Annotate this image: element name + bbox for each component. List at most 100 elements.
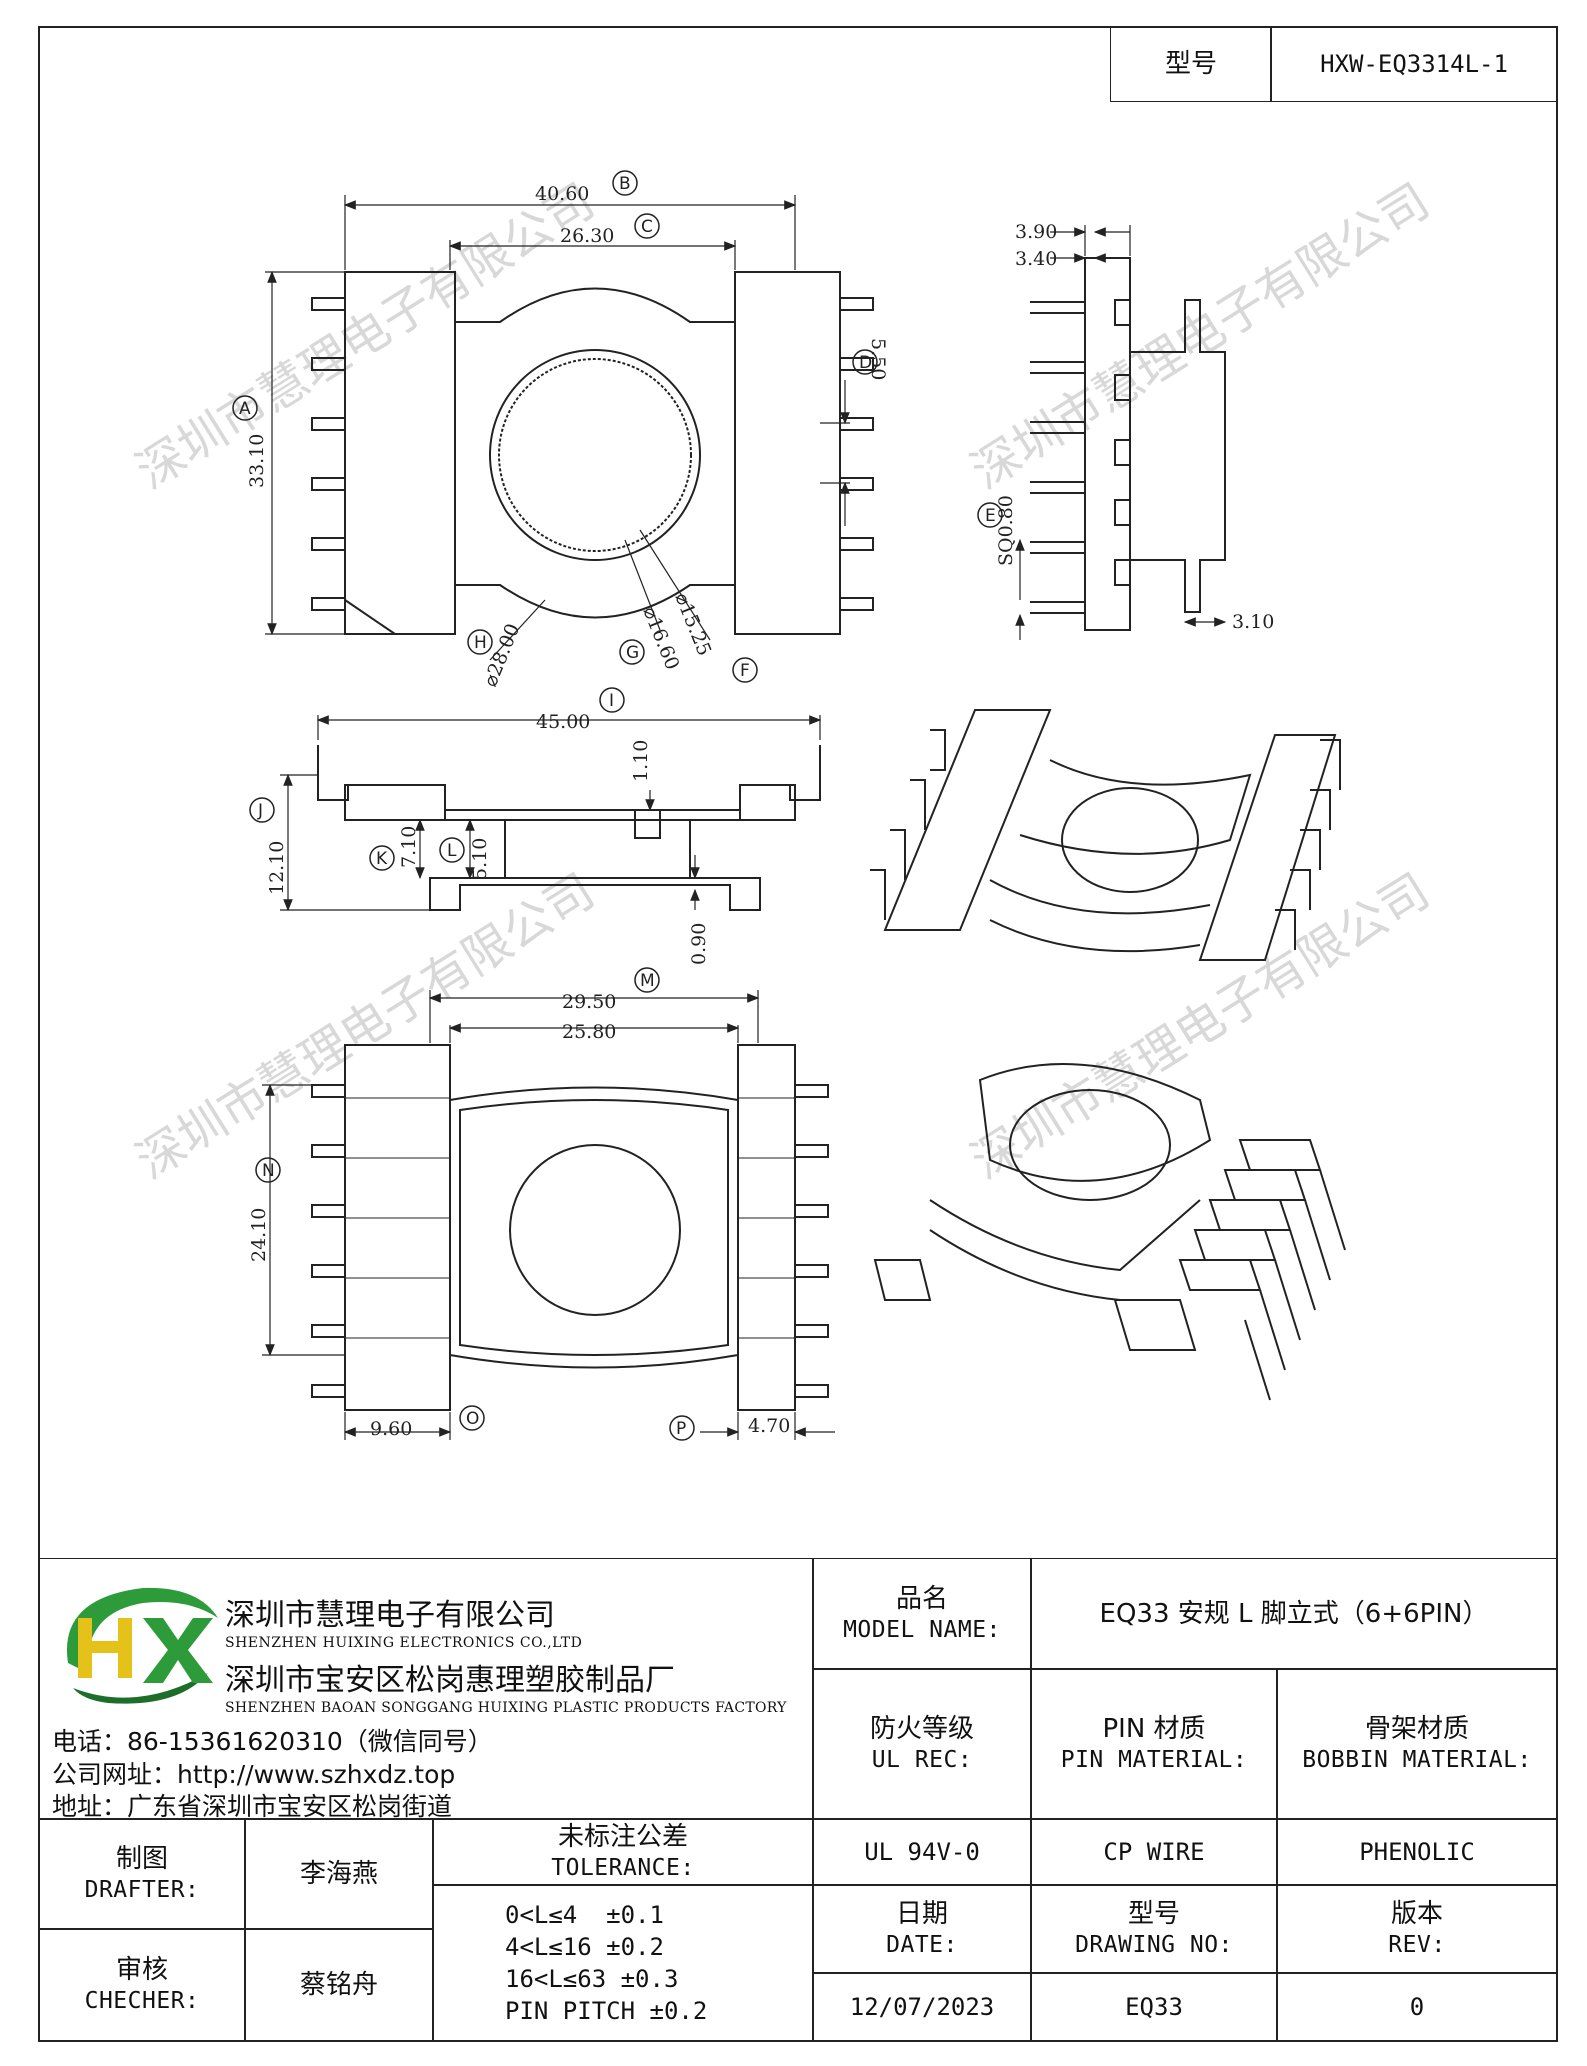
rev-label-cell: 版本 REV: — [1276, 1884, 1558, 1974]
watermark: 深圳市慧理电子有限公司 — [127, 173, 604, 500]
header-model-value-cell: HXW-EQ3314L-1 — [1270, 26, 1558, 102]
factory-name-cn: 深圳市宝安区松岗惠理塑胶制品厂 — [225, 1663, 675, 1698]
dim-M: 29.50 — [562, 991, 616, 1013]
bobbin-material-label-en: BOBBIN MATERIAL: — [1302, 1746, 1532, 1773]
callout-E: E — [985, 506, 996, 526]
bottom-view — [311, 1044, 829, 1411]
ul-rec-value-cell: UL 94V-0 — [812, 1818, 1032, 1886]
callout-B: B — [619, 174, 631, 194]
checker-label-cn: 审核 — [115, 1955, 168, 1986]
callout-F: F — [740, 661, 750, 681]
checker-value-cell: 蔡铭舟 — [244, 1928, 434, 2042]
dim-N: 24.10 — [248, 1208, 270, 1262]
logo-h-bar — [78, 1641, 132, 1653]
isometric-view-top — [870, 709, 1341, 961]
ul-rec-value: UL 94V-0 — [864, 1838, 980, 1866]
callout-D: D — [859, 353, 872, 373]
model-name-label-cell: 品名 MODEL NAME: — [812, 1558, 1032, 1670]
model-name-label-en: MODEL NAME: — [843, 1616, 1001, 1643]
drafter-label-en: DRAFTER: — [84, 1876, 200, 1903]
header-model-label: 型号 — [1164, 48, 1217, 79]
bobbin-material-value: PHENOLIC — [1359, 1838, 1475, 1866]
pin-material-value-cell: CP WIRE — [1030, 1818, 1278, 1886]
company-phone: 电话：86-15361620310（微信同号） — [52, 1727, 493, 1756]
logo-swoosh-top — [66, 1587, 218, 1673]
callout-M: M — [640, 971, 655, 991]
callout-H: H — [474, 633, 487, 653]
callout-N: N — [262, 1161, 275, 1181]
drawing-no-value-cell: EQ33 — [1030, 1972, 1278, 2042]
checker-label-cell: 审核 CHECHER: — [38, 1928, 246, 2042]
watermarks: 深圳市慧理电子有限公司 深圳市慧理电子有限公司 深圳市慧理电子有限公司 深圳市慧… — [127, 173, 1439, 1190]
drawing-no-label-cn: 型号 — [1127, 1899, 1180, 1930]
dim-B: 40.60 — [535, 183, 589, 205]
ul-rec-label-cell: 防火等级 UL REC: — [812, 1668, 1032, 1820]
top-view — [311, 271, 874, 635]
callout-L: L — [447, 841, 457, 861]
callout-I: I — [609, 691, 614, 711]
model-name-value: EQ33 安规 L 脚立式（6+6PIN） — [1099, 1598, 1489, 1629]
header-model-value: HXW-EQ3314L-1 — [1320, 50, 1508, 78]
rev-value-cell: 0 — [1276, 1972, 1558, 2042]
callout-K: K — [376, 849, 388, 869]
dim-post: 1.10 — [630, 740, 652, 782]
ul-rec-label-cn: 防火等级 — [869, 1714, 974, 1745]
company-name-en: SHENZHEN HUIXING ELECTRONICS CO.,LTD — [225, 1635, 583, 1651]
logo-x — [143, 1618, 213, 1683]
drafter-value: 李海燕 — [299, 1858, 378, 1889]
bobbin-material-value-cell: PHENOLIC — [1276, 1818, 1558, 1886]
ul-rec-label-en: UL REC: — [871, 1746, 973, 1773]
company-block — [38, 1558, 814, 1820]
callout-O: O — [466, 1409, 479, 1429]
callout-C: C — [641, 217, 653, 237]
date-label-en: DATE: — [886, 1931, 958, 1958]
dim-A: 33.10 — [246, 434, 268, 488]
rev-label-en: REV: — [1388, 1931, 1446, 1958]
bobbin-material-label-cn: 骨架材质 — [1364, 1714, 1469, 1745]
tolerance-row: 16<L≤63 ±0.3 — [505, 1965, 679, 1993]
tolerance-row: 4<L≤16 ±0.2 — [505, 1933, 664, 1961]
dim-P: 4.70 — [748, 1415, 790, 1437]
watermark: 深圳市慧理电子有限公司 — [127, 863, 604, 1190]
factory-name-en: SHENZHEN BAOAN SONGGANG HUIXING PLASTIC … — [225, 1700, 787, 1716]
bobbin-material-label-cell: 骨架材质 BOBBIN MATERIAL: — [1276, 1668, 1558, 1820]
pin-material-value: CP WIRE — [1103, 1838, 1205, 1866]
model-name-value-cell: EQ33 安规 L 脚立式（6+6PIN） — [1030, 1558, 1558, 1670]
dim-K: 7.10 — [398, 826, 420, 868]
callout-G: G — [626, 643, 639, 663]
pin-material-label-cell: PIN 材质 PIN MATERIAL: — [1030, 1668, 1278, 1820]
checker-value: 蔡铭舟 — [299, 1969, 378, 2000]
dim-top-r2: 3.40 — [1015, 248, 1057, 270]
date-label-cell: 日期 DATE: — [812, 1884, 1032, 1974]
date-value-cell: 12/07/2023 — [812, 1972, 1032, 2042]
dim-I: 45.00 — [536, 711, 590, 733]
dim-G: ⌀16.60 — [638, 604, 683, 673]
callout-A: A — [239, 399, 251, 419]
pin-material-label-en: PIN MATERIAL: — [1060, 1746, 1248, 1773]
drawing-no-label-cell: 型号 DRAWING NO: — [1030, 1884, 1278, 1974]
dim-E: SQ0.80 — [995, 495, 1017, 566]
rev-value: 0 — [1409, 1993, 1425, 2021]
company-address: 地址：广东省深圳市宝安区松岗街道 — [52, 1792, 453, 1821]
dim-base: 0.90 — [688, 923, 710, 965]
logo-swoosh-bottom — [73, 1673, 208, 1704]
header-model-label-cell: 型号 — [1110, 26, 1272, 102]
dim-side-r: 3.10 — [1232, 611, 1274, 633]
company-name-cn: 深圳市慧理电子有限公司 — [225, 1598, 555, 1633]
side-view — [1030, 257, 1226, 631]
company-logo — [66, 1587, 218, 1704]
pin-material-label-cn: PIN 材质 — [1102, 1714, 1206, 1745]
dim-C: 26.30 — [560, 225, 614, 247]
front-view — [317, 745, 821, 911]
drafter-value-cell: 李海燕 — [244, 1818, 434, 1930]
dim-M2: 25.80 — [562, 1021, 616, 1043]
company-website: 公司网址：http://www.szhxdz.top — [52, 1760, 456, 1789]
dim-J: 12.10 — [266, 841, 288, 895]
model-name-label-cn: 品名 — [895, 1584, 948, 1615]
checker-label-en: CHECHER: — [84, 1987, 200, 2014]
tolerance-row: 0<L≤4 ±0.1 — [505, 1901, 664, 1929]
drawing-no-label-en: DRAWING NO: — [1075, 1931, 1233, 1958]
date-value: 12/07/2023 — [849, 1993, 995, 2021]
date-label-cn: 日期 — [895, 1899, 948, 1930]
